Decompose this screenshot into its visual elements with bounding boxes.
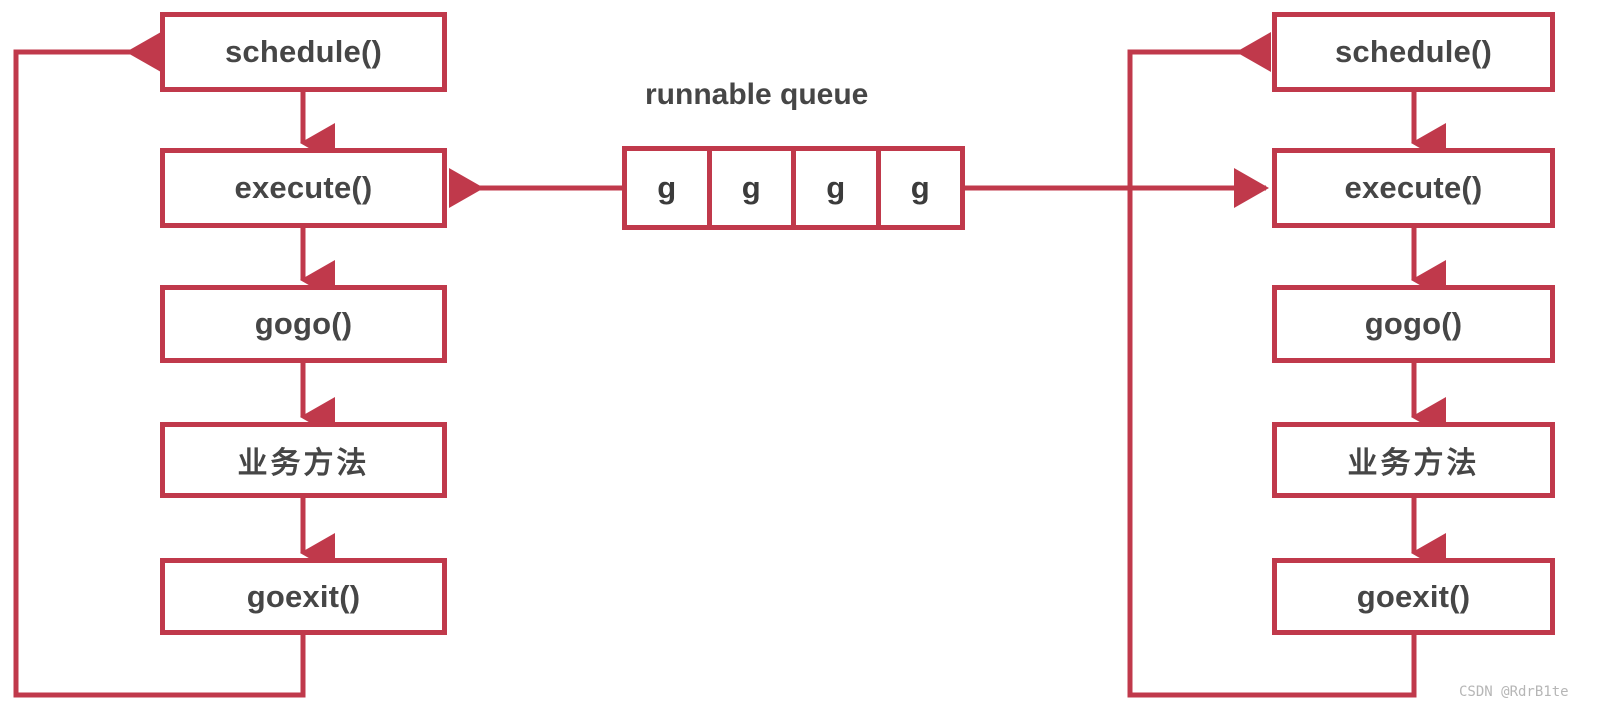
node-label: schedule() (224, 34, 383, 69)
node-left-business-method[interactable]: 业务方法 (160, 422, 447, 498)
node-label: schedule() (1334, 34, 1493, 69)
node-label: goexit() (246, 578, 361, 614)
node-right-gogo[interactable]: gogo() (1272, 285, 1555, 363)
node-left-execute[interactable]: execute() (160, 148, 447, 228)
queue-cell-label: g (910, 170, 930, 205)
node-left-schedule[interactable]: schedule() (160, 12, 447, 92)
node-right-execute[interactable]: execute() (1272, 148, 1555, 228)
node-label: 业务方法 (237, 446, 370, 481)
node-label: gogo() (1364, 306, 1463, 341)
queue-cell-label: g (826, 170, 846, 205)
node-right-goexit[interactable]: goexit() (1272, 558, 1555, 635)
node-label: execute() (1344, 170, 1483, 205)
queue-cell-g[interactable]: g (796, 151, 881, 225)
queue-cell-label: g (657, 170, 677, 205)
queue-cell-g[interactable]: g (627, 151, 712, 225)
node-right-schedule[interactable]: schedule() (1272, 12, 1555, 92)
edge-left-goexit-loop-to-schedule (13, 32, 306, 698)
node-left-gogo[interactable]: gogo() (160, 285, 447, 363)
runnable-queue-title: runnable queue (645, 78, 869, 111)
queue-cell-g[interactable]: g (881, 151, 961, 225)
node-label: gogo() (254, 306, 353, 341)
node-label: goexit() (1356, 578, 1471, 614)
runnable-queue: g g g g (622, 146, 965, 230)
node-right-business-method[interactable]: 业务方法 (1272, 422, 1555, 498)
csdn-watermark: CSDN @RdrB1te (1459, 684, 1569, 700)
queue-cell-label: g (741, 170, 761, 205)
queue-cell-g[interactable]: g (712, 151, 796, 225)
edge-right-goexit-loop-to-schedule (1127, 32, 1417, 698)
node-left-goexit[interactable]: goexit() (160, 558, 447, 635)
node-label: execute() (234, 170, 373, 205)
node-label: 业务方法 (1347, 446, 1480, 481)
